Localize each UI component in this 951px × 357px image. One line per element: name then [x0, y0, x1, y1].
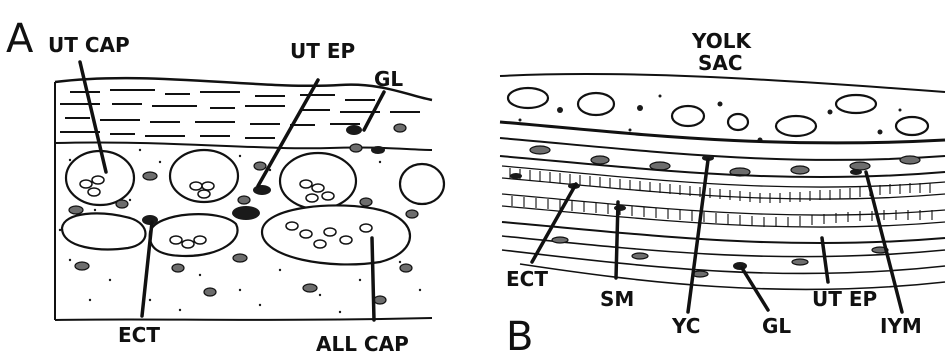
label-iym-b: IYM	[880, 314, 922, 338]
label-gl-b: GL	[762, 314, 791, 338]
leader-ect-b	[532, 184, 576, 262]
label-yolk-b: YOLK	[691, 29, 753, 53]
panel-a-tissue	[55, 78, 444, 320]
label-all-cap-a: ALL CAP	[316, 332, 409, 356]
panel-a-letter: A	[6, 16, 34, 62]
label-ut-ep-a: UT EP	[290, 39, 355, 63]
leader-sm-b	[616, 202, 618, 278]
label-gl-a: GL	[374, 67, 403, 91]
leader-all-cap-a	[372, 238, 374, 320]
panel-b-tissue	[500, 74, 945, 289]
panel-b-letter: B	[506, 314, 533, 357]
leader-ut-ep-b	[822, 238, 828, 282]
panel-a: A	[6, 16, 444, 356]
panel-b-labels: ECT SM YC GL UT EP IYM	[506, 267, 922, 338]
label-sac-b: SAC	[698, 51, 743, 75]
panel-b: YOLK SAC	[500, 29, 945, 357]
label-sm-b: SM	[600, 287, 634, 311]
label-ut-cap-a: UT CAP	[48, 33, 130, 57]
label-ect-b: ECT	[506, 267, 548, 291]
label-yc-b: YC	[671, 314, 700, 338]
label-ect-a: ECT	[118, 323, 160, 347]
label-ut-ep-b: UT EP	[812, 287, 877, 311]
